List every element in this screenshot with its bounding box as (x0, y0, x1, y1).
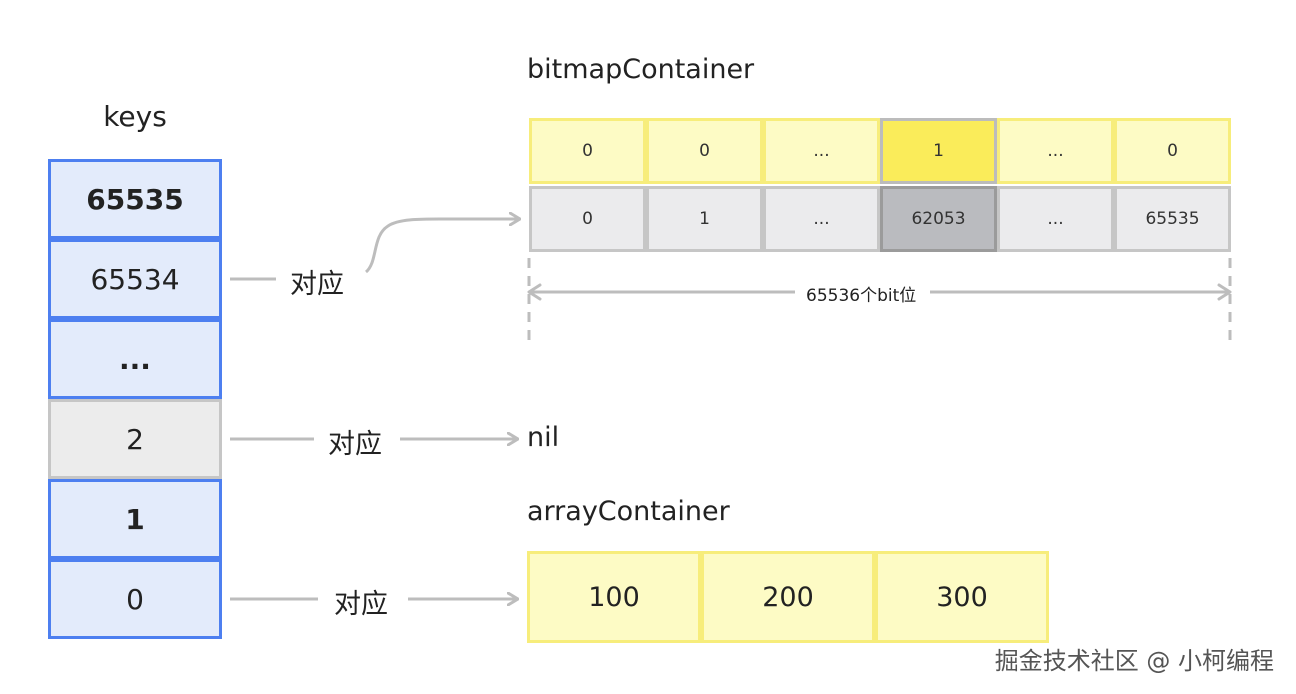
index-value: 62053 (911, 209, 966, 229)
bit-value: 0 (699, 141, 710, 161)
mapping-label-0: 对应 (334, 589, 388, 620)
array-container-title: arrayContainer (527, 496, 730, 527)
key-value: 65534 (90, 262, 180, 296)
bit-value: 0 (582, 141, 593, 161)
array-value: 200 (762, 581, 814, 613)
bitmap-bit-cell: 0 (1114, 118, 1231, 184)
bitmap-bit-cell: ... (763, 118, 880, 184)
key-cell-0: 0 (48, 559, 222, 639)
bitmap-span-label: 65536个bit位 (800, 281, 923, 306)
array-value-cell: 100 (527, 551, 701, 643)
array-value-cell: 300 (875, 551, 1049, 643)
array-value-cell: 200 (701, 551, 875, 643)
key-cell-65535: 65535 (48, 159, 222, 239)
keys-title: keys (103, 99, 167, 133)
bitmap-index-cell: 65535 (1114, 186, 1231, 252)
key-value: ... (119, 342, 151, 376)
index-value: 65535 (1145, 209, 1200, 229)
bitmap-index-cell: 0 (529, 186, 646, 252)
bitmap-bit-cell: ... (997, 118, 1114, 184)
key-cell-ellipsis: ... (48, 319, 222, 399)
key-value: 2 (126, 422, 144, 456)
index-value: 1 (699, 209, 710, 229)
index-value: ... (1047, 209, 1064, 229)
bit-value: 0 (1167, 141, 1178, 161)
bit-value: 1 (933, 141, 944, 161)
bitmap-index-cell: 1 (646, 186, 763, 252)
array-value: 300 (936, 581, 988, 613)
nil-label: nil (527, 422, 560, 453)
mapping-label-65534: 对应 (290, 269, 344, 300)
array-value: 100 (588, 581, 640, 613)
watermark: 掘金技术社区 @ 小柯编程 (994, 647, 1274, 675)
mapping-label-2: 对应 (328, 429, 382, 460)
key-cell-2: 2 (48, 399, 222, 479)
bitmap-bit-cell: 0 (646, 118, 763, 184)
bit-value: ... (813, 141, 830, 161)
key-cell-1: 1 (48, 479, 222, 559)
bitmap-container-title: bitmapContainer (527, 54, 755, 85)
connector-65534-curve (364, 219, 520, 274)
bitmap-index-cell: ... (763, 186, 880, 252)
index-value: 0 (582, 209, 593, 229)
key-value: 65535 (86, 182, 184, 216)
key-value: 0 (126, 582, 144, 616)
bitmap-index-cell-active: 62053 (880, 186, 997, 252)
bitmap-bit-cell: 0 (529, 118, 646, 184)
bitmap-bit-cell-active: 1 (880, 118, 997, 184)
index-value: ... (813, 209, 830, 229)
key-cell-65534: 65534 (48, 239, 222, 319)
bit-value: ... (1047, 141, 1064, 161)
key-value: 1 (125, 502, 145, 536)
bitmap-index-cell: ... (997, 186, 1114, 252)
